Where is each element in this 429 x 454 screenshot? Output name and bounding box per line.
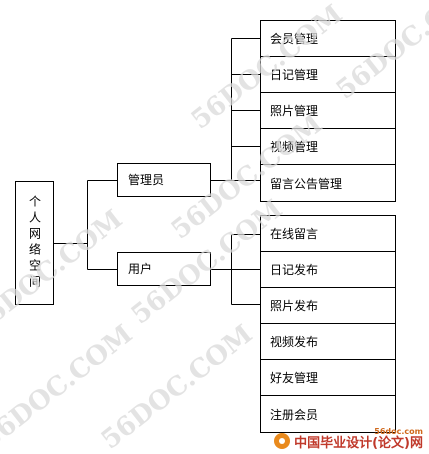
leaf-node: 会员管理 xyxy=(261,21,395,57)
leaf-node: 视频发布 xyxy=(261,324,395,360)
admin-leaf-group: 会员管理 日记管理 照片管理 视频管理 留言公告管理 xyxy=(260,20,396,202)
site-logo: 56doc.com 中国毕业设计(论文)网 xyxy=(274,428,423,450)
leaf-label: 视频管理 xyxy=(270,140,319,154)
leaf-node: 日记发布 xyxy=(261,252,395,288)
leaf-node: 注册会员 xyxy=(261,396,395,432)
logo-domain: 56doc.com xyxy=(374,427,423,436)
root-node: 个人网络空间 xyxy=(15,181,54,305)
leaf-label: 日记管理 xyxy=(270,68,319,82)
leaf-label: 好友管理 xyxy=(270,371,319,385)
leaf-node: 照片发布 xyxy=(261,288,395,324)
leaf-label: 视频发布 xyxy=(270,335,319,349)
leaf-node: 视频管理 xyxy=(261,129,395,165)
leaf-node: 在线留言 xyxy=(261,216,395,252)
leaf-label: 在线留言 xyxy=(270,227,319,241)
user-leaf-group: 在线留言 日记发布 照片发布 视频发布 好友管理 注册会员 xyxy=(260,215,396,433)
branch-node-admin: 管理员 xyxy=(117,163,211,197)
leaf-node: 留言公告管理 xyxy=(261,165,395,201)
leaf-label: 留言公告管理 xyxy=(270,176,343,191)
leaf-node: 好友管理 xyxy=(261,360,395,396)
leaf-node: 日记管理 xyxy=(261,57,395,93)
leaf-label: 注册会员 xyxy=(270,407,319,422)
logo-mark-icon xyxy=(274,433,291,449)
leaf-label: 照片管理 xyxy=(270,104,319,118)
leaf-label: 会员管理 xyxy=(270,32,319,46)
branch-label: 管理员 xyxy=(128,173,165,187)
root-label: 个人网络空间 xyxy=(27,195,42,291)
branch-label: 用户 xyxy=(128,262,153,276)
leaf-label: 照片发布 xyxy=(270,299,319,313)
leaf-label: 日记发布 xyxy=(270,263,319,277)
branch-node-user: 用户 xyxy=(117,252,211,286)
leaf-node: 照片管理 xyxy=(261,93,395,129)
logo-name: 中国毕业设计(论文)网 xyxy=(294,436,423,451)
